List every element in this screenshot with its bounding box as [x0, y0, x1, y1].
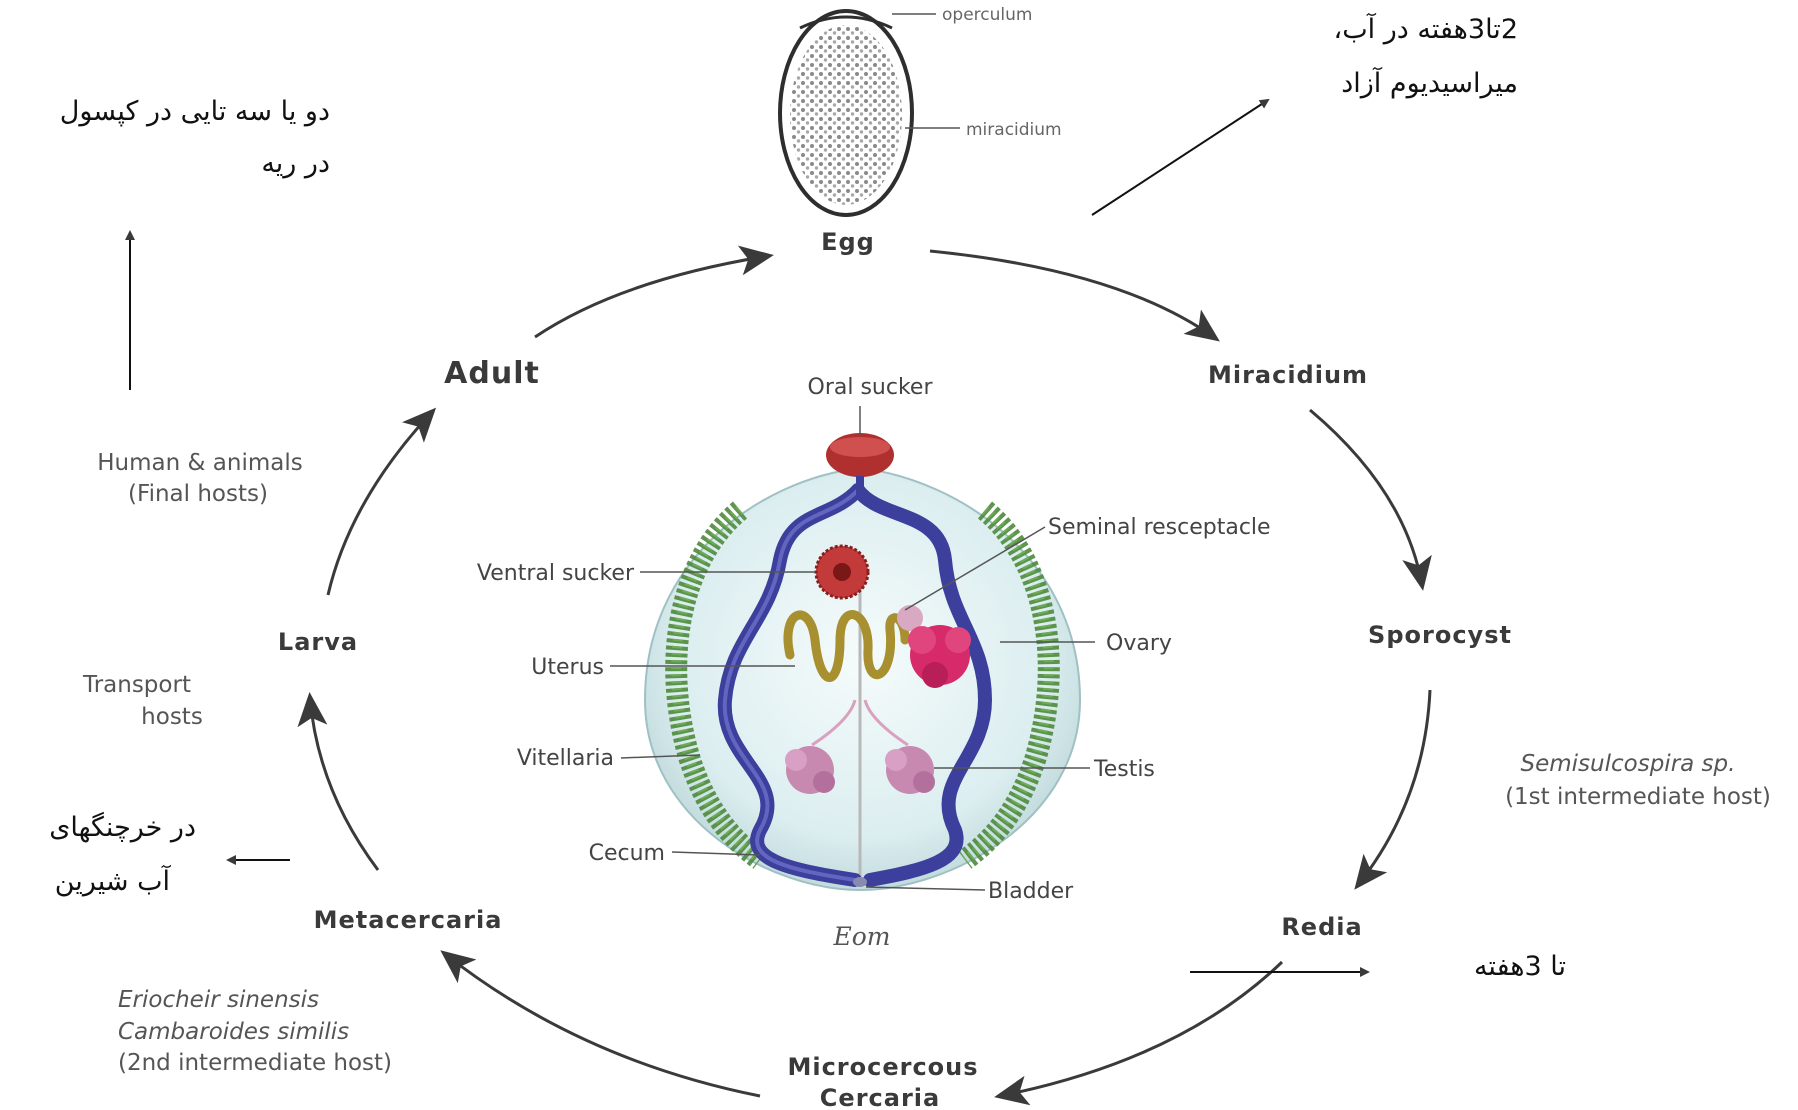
stage-sporocyst: Sporocyst	[1368, 621, 1512, 649]
note-top-left-line1: دو یا سه تایی در کپسول	[60, 96, 330, 127]
egg-illustration	[780, 11, 960, 215]
label-ventral-sucker: Ventral sucker	[477, 561, 635, 586]
label-ovary: Ovary	[1106, 631, 1172, 656]
final-host-line1: Human & animals	[97, 450, 302, 476]
stage-egg: Egg	[821, 228, 875, 256]
first-intermediate-species: Semisulcospira sp.	[1521, 751, 1736, 777]
second-intermediate-role: (2nd intermediate host)	[118, 1050, 392, 1076]
arrow-metacercaria-to-larva	[310, 698, 378, 870]
note-left-line2: آب شیرین	[55, 865, 172, 897]
arrow-cercaria-to-metacercaria	[445, 954, 760, 1096]
arrow-adult-to-egg	[535, 256, 768, 337]
arrow-redia-to-cercaria	[1000, 962, 1282, 1096]
stage-metacercaria: Metacercaria	[314, 906, 503, 934]
transport-host-line1: Transport	[82, 672, 191, 698]
second-intermediate-species2: Cambaroides similis	[118, 1019, 349, 1045]
arrow-larva-to-adult	[328, 412, 432, 595]
arrow-top-right	[1092, 100, 1268, 215]
first-intermediate-role: (1st intermediate host)	[1505, 784, 1771, 810]
note-top-left-line2: در ریه	[261, 148, 330, 179]
label-cecum: Cecum	[589, 841, 665, 866]
note-top-right-line1: 2تا3هفته در آب،	[1333, 13, 1518, 45]
label-bladder: Bladder	[988, 879, 1074, 904]
label-seminal-receptacle: Seminal resceptacle	[1048, 515, 1271, 540]
label-oral-sucker: Oral sucker	[808, 375, 934, 400]
arrow-miracidium-to-sporocyst	[1310, 410, 1422, 585]
stage-cercaria-line1: Microcercous	[787, 1053, 978, 1081]
stage-redia: Redia	[1281, 913, 1362, 941]
note-top-right-line2: میراسیدیوم آزاد	[1341, 67, 1518, 99]
transport-host-line2: hosts	[141, 704, 203, 730]
second-intermediate-species1: Eriocheir sinensis	[118, 987, 319, 1013]
operculum-label: operculum	[942, 5, 1032, 25]
arrow-sporocyst-to-redia	[1358, 690, 1430, 885]
stage-miracidium: Miracidium	[1208, 361, 1368, 389]
final-host-line2: (Final hosts)	[128, 481, 268, 507]
label-uterus: Uterus	[531, 655, 604, 680]
miracidium-label: miracidium	[966, 120, 1062, 140]
stage-adult: Adult	[444, 356, 540, 391]
label-vitellaria: Vitellaria	[517, 746, 614, 771]
fluke-illustration	[645, 433, 1080, 890]
stage-larva: Larva	[278, 628, 358, 656]
arrow-egg-to-miracidium	[930, 251, 1215, 338]
stage-cercaria-line2: Cercaria	[820, 1084, 940, 1110]
label-testis: Testis	[1093, 757, 1155, 782]
figure-caption: Eom	[832, 922, 890, 951]
note-right: تا 3هفته	[1474, 951, 1566, 982]
note-left-line1: در خرچنگهای	[49, 811, 196, 843]
